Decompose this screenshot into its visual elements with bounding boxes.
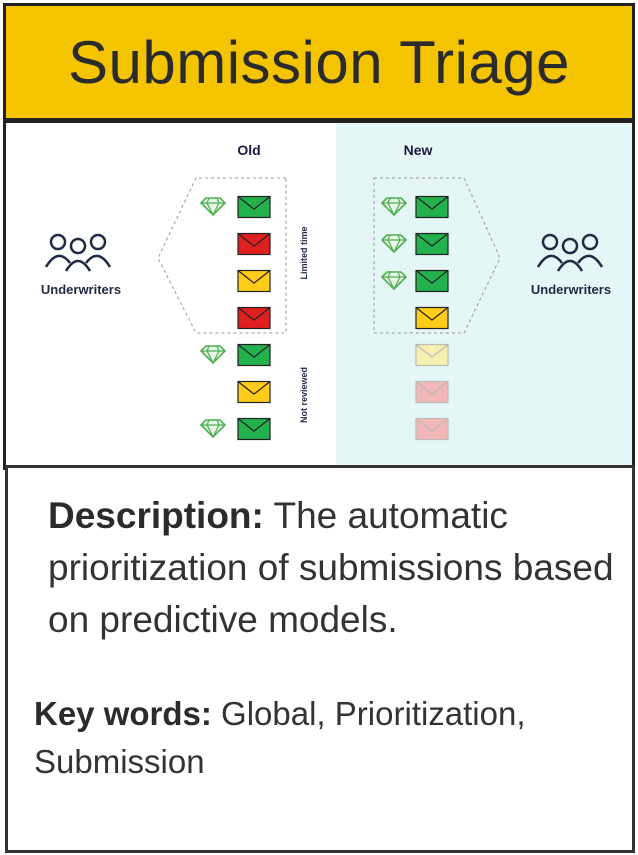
new-envelope-icon [415,417,449,441]
old-envelope-icon [237,269,271,293]
description-panel: Description: The automatic prioritizatio… [5,465,635,853]
page-title: Submission Triage [67,28,571,96]
limited-time-label: Limited time [299,226,309,279]
right-underwriters-label: Underwriters [531,282,611,297]
old-funnel-outline [157,177,287,334]
description-text: The automatic prioritization of submissi… [48,495,614,640]
not-reviewed-label: Not reviewed [299,367,309,423]
keywords-label: Key words: [34,695,212,732]
new-funnel-outline [373,177,501,334]
old-gem-icon [199,419,227,439]
new-gem-icon [380,271,408,291]
description: Description: The automatic prioritizatio… [48,490,618,646]
keywords: Key words: Global, Prioritization, Submi… [34,690,624,786]
old-envelope-icon [237,343,271,367]
description-label: Description: [48,495,264,536]
old-submission-column [199,195,271,441]
keywords-text: Global, Prioritization, Submission [34,695,526,780]
old-envelope-icon [237,232,271,256]
left-underwriters-label: Underwriters [41,282,121,297]
new-envelope-icon [415,343,449,367]
old-gem-icon [199,197,227,217]
new-envelope-icon [415,306,449,330]
new-envelope-icon [415,195,449,219]
new-envelope-icon [415,380,449,404]
new-header: New [404,142,433,158]
old-envelope-icon [237,306,271,330]
old-envelope-icon [237,195,271,219]
new-panel-background [336,123,632,467]
right-people-icon [536,233,604,272]
title-banner: Submission Triage [3,3,635,121]
old-envelope-icon [237,417,271,441]
new-envelope-icon [415,269,449,293]
triage-diagram: Old New Underwriters Underwriters Limite… [3,120,635,470]
new-submission-column [380,195,449,441]
new-envelope-icon [415,232,449,256]
diagram-canvas: Old New Underwriters Underwriters Limite… [41,123,632,467]
old-gem-icon [199,345,227,365]
new-gem-icon [380,234,408,254]
new-gem-icon [380,197,408,217]
old-envelope-icon [237,380,271,404]
old-header: Old [237,142,260,158]
left-people-icon [44,233,112,272]
